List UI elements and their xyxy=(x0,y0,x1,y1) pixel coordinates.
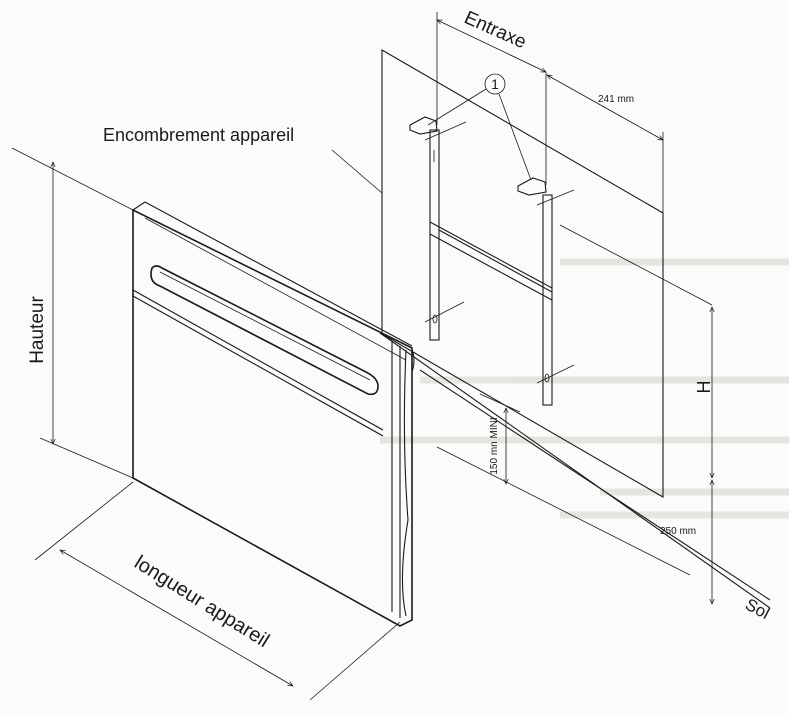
hauteur-dimension xyxy=(11,147,134,479)
callout-1-leaders xyxy=(427,73,532,181)
min-150-dimension xyxy=(479,393,521,484)
dim-241-label: 241 mm xyxy=(598,94,634,105)
encombrement-leader xyxy=(331,149,383,194)
longueur-dimension xyxy=(34,481,401,701)
dim-250-label: 250 mm xyxy=(660,526,696,537)
min-150-label: 150 mn MINI xyxy=(489,417,500,474)
h-label: H xyxy=(694,381,714,394)
wall-bracket-right xyxy=(517,177,575,406)
entraxe-label: Entraxe xyxy=(461,7,529,53)
radiator-illustration xyxy=(132,201,415,627)
encombrement-label: Encombrement appareil xyxy=(103,125,294,145)
wall-footprint-outline xyxy=(381,49,664,498)
bracket-crossbar xyxy=(429,221,553,301)
longueur-label: longueur appareil xyxy=(130,552,273,653)
hauteur-label: Hauteur xyxy=(27,296,48,364)
entraxe-dimension xyxy=(437,12,546,185)
dim-241-dimension xyxy=(547,75,663,215)
h-dimension xyxy=(559,224,712,478)
page-bleed-through xyxy=(380,258,789,519)
callout-1-label: 1 xyxy=(491,76,499,92)
wall-bracket-left xyxy=(409,116,467,341)
floor-lines xyxy=(379,332,771,609)
